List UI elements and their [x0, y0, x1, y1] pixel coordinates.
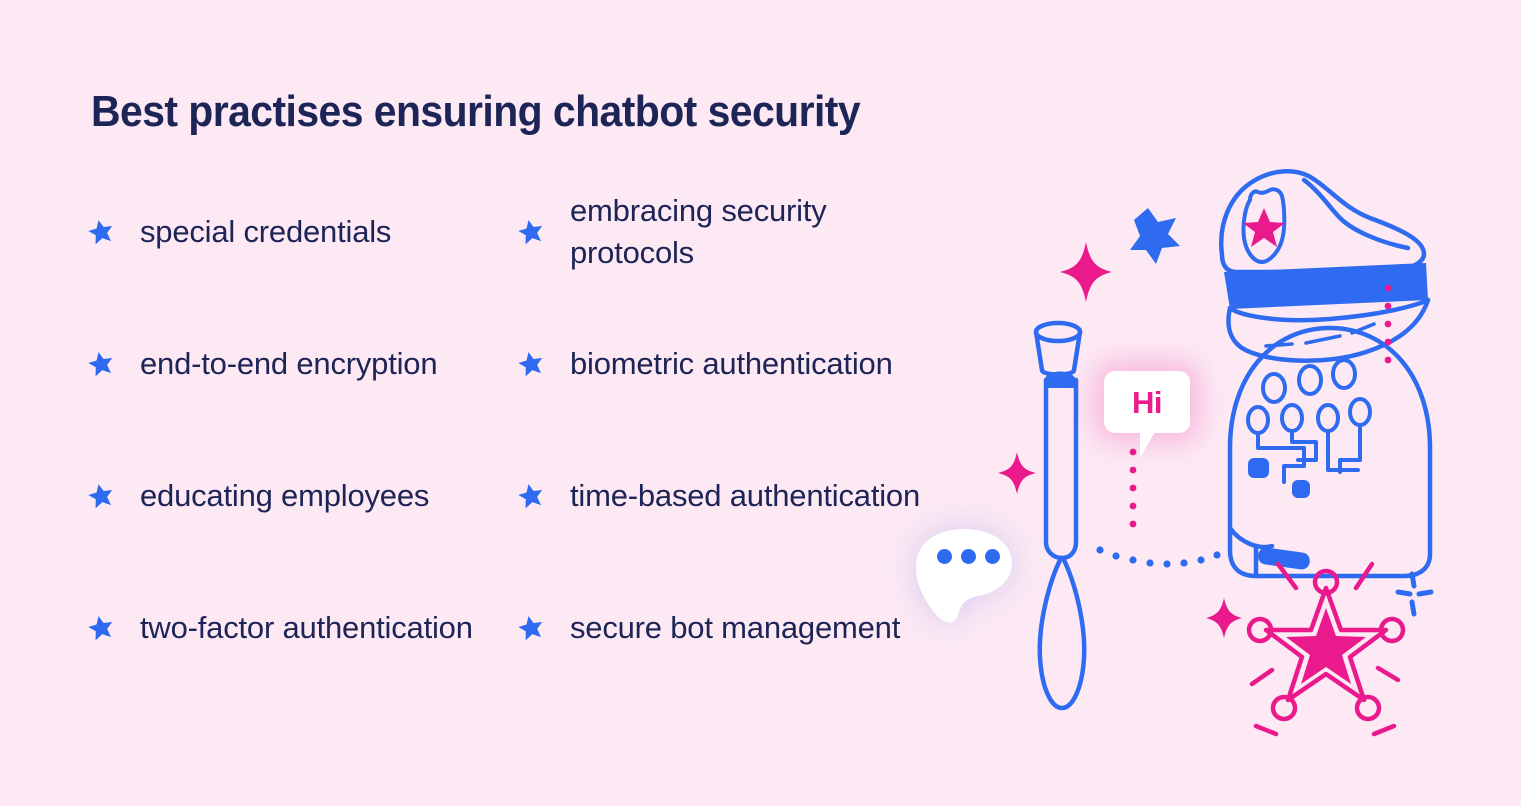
speech-bubble-hi: Hi	[1104, 371, 1190, 433]
list-item: biometric authentication	[518, 318, 928, 410]
baton-collar	[1044, 371, 1076, 388]
star-icon	[88, 484, 113, 509]
star-icon	[88, 220, 113, 245]
list-column-left: special credentials end-to-end encryptio…	[88, 186, 518, 674]
cap-badge-shield	[1241, 187, 1287, 264]
chatbot-police-illustration	[900, 130, 1521, 770]
sparkle-pink-icon	[998, 452, 1036, 494]
list-item: two-factor authentication	[88, 582, 518, 674]
list-item: secure bot management	[518, 582, 928, 674]
robot-mouth	[1258, 547, 1310, 570]
list-item-label: embracing security protocols	[570, 192, 827, 270]
sheriff-badge-icon	[1246, 568, 1406, 722]
police-cap-visor	[1226, 297, 1431, 363]
dotted-line-pink	[1384, 284, 1392, 364]
list-item-label: special credentials	[140, 213, 392, 249]
list-item: time-based authentication	[518, 450, 928, 542]
typing-dot	[937, 549, 952, 564]
typing-dots	[937, 549, 1000, 564]
star-icon	[518, 352, 543, 377]
list-item-label: end-to-end encryption	[140, 345, 438, 381]
sheriff-badge-rays	[1249, 561, 1401, 737]
robot-eye-right	[1292, 480, 1310, 498]
star-icon	[88, 352, 113, 377]
robot-eye-left	[1248, 458, 1269, 478]
speech-bubble-typing	[912, 527, 1016, 625]
best-practices-list: special credentials end-to-end encryptio…	[88, 186, 928, 674]
list-item-label: two-factor authentication	[140, 609, 473, 645]
typing-dot	[985, 549, 1000, 564]
sparkle-pink-icon	[1206, 598, 1242, 638]
dotted-line-pink	[1129, 448, 1137, 528]
robot-head-icon	[1227, 325, 1433, 579]
baton-tip	[1037, 556, 1087, 711]
list-item-label: educating employees	[140, 477, 430, 513]
star-icon	[518, 220, 543, 245]
list-item-label: biometric authentication	[570, 345, 893, 381]
typing-dot	[961, 549, 976, 564]
star-icon	[88, 616, 113, 641]
list-item-label: time-based authentication	[570, 477, 921, 513]
speech-bubble-hi-text: Hi	[1132, 384, 1163, 420]
star-icon	[518, 484, 543, 509]
sparkle-pink-icon	[1060, 242, 1112, 302]
list-item: special credentials	[88, 186, 518, 278]
robot-circuit-icon	[1246, 358, 1372, 484]
cap-badge-star-icon	[1243, 208, 1285, 247]
list-item-label: secure bot management	[570, 609, 901, 645]
star-icon	[518, 616, 543, 641]
sheriff-badge-star	[1286, 608, 1366, 684]
sparkle-blue-star-icon	[1130, 208, 1180, 264]
police-cap-band	[1224, 263, 1428, 309]
speech-bubble-typing-shape	[916, 529, 1012, 623]
list-item: embracing security protocols	[518, 186, 928, 278]
sparkle-blue-burst-icon	[1395, 571, 1434, 617]
speech-bubble-hi-tail	[1140, 430, 1156, 458]
police-baton-icon	[1033, 320, 1083, 561]
list-item: educating employees	[88, 450, 518, 542]
list-column-right: embracing security protocols biometric a…	[518, 186, 928, 674]
dotted-line-blue	[1096, 546, 1221, 568]
list-item: end-to-end encryption	[88, 318, 518, 410]
page-title: Best practises ensuring chatbot security	[91, 87, 861, 136]
